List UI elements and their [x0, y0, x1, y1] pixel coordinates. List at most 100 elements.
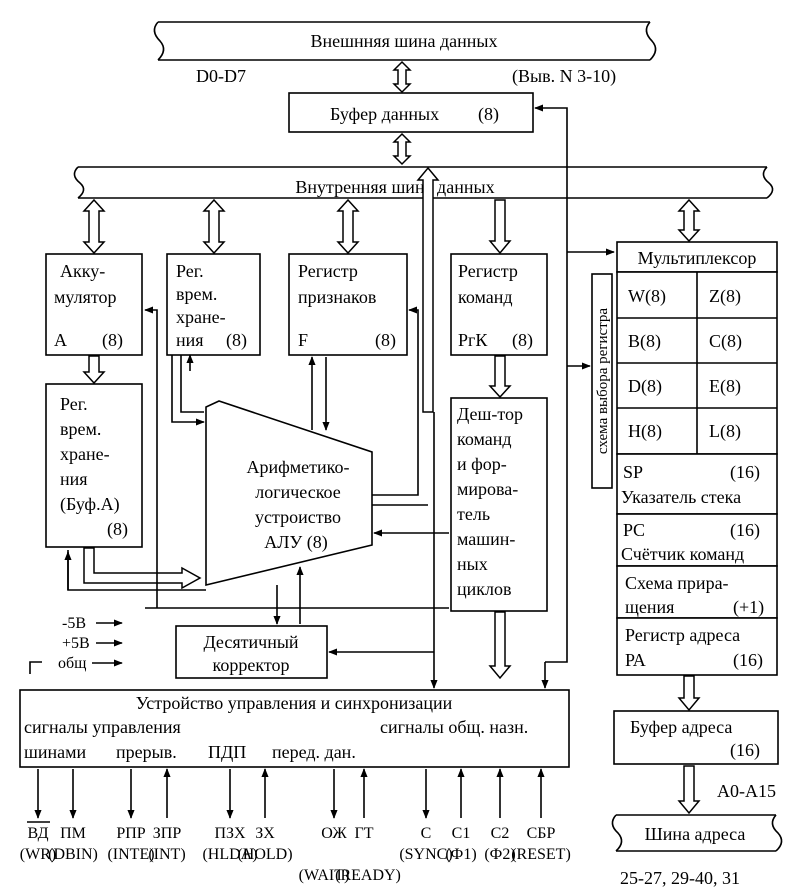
power-minus-5v: -5В: [62, 615, 86, 632]
address-register: [616, 617, 778, 676]
signal-code-5: (HLDA): [202, 846, 257, 863]
register-c: C(8): [709, 331, 742, 352]
register-z: Z(8): [709, 286, 741, 307]
stack-pointer: [616, 453, 778, 515]
accumulator-label-1: Акку-: [60, 261, 105, 281]
register-h: H(8): [628, 421, 662, 442]
stack-pointer-name: Указатель стека: [621, 487, 741, 507]
control-unit-title: Устройство управления и синхронизации: [136, 693, 453, 713]
register-w: W(8): [628, 286, 666, 307]
decimal-corrector-label-2: корректор: [213, 655, 290, 675]
data-buffer-width: (8): [478, 104, 499, 125]
command-register-label-3: РгК: [458, 330, 488, 350]
signal-code-3: (INTE): [107, 846, 154, 863]
decoder-label-1: Деш-тор: [457, 404, 523, 424]
signal-code-10: (Ф1): [445, 846, 476, 863]
multiplexer-label: Мультиплексор: [638, 248, 757, 268]
signal-code-12: (RESET): [511, 846, 571, 863]
register-l: L(8): [709, 421, 741, 442]
accumulator-buffer-label-4: ния: [60, 469, 88, 489]
temp-register-width: (8): [226, 330, 247, 351]
signal-code-7: (WAIT): [299, 867, 350, 884]
address-bus-label: Шина адреса: [645, 824, 746, 844]
command-register-width: (8): [512, 330, 533, 351]
flags-register-width: (8): [375, 330, 396, 351]
decoder-label-5: тель: [457, 504, 490, 524]
register-d: D(8): [628, 376, 662, 397]
signal-name-3: РПР: [116, 825, 145, 842]
signal-code-2: (DBIN): [48, 846, 98, 863]
address-bus: Шина адреса: [611, 814, 783, 852]
address-buffer: [613, 710, 779, 765]
control-dma-label: ПДП: [208, 742, 246, 762]
control-bus-signals-label: сигналы управления: [24, 717, 181, 737]
signal-code-9: (SYNC): [399, 846, 452, 863]
program-counter-label: PC: [623, 520, 645, 540]
decoder-label-2: команд: [457, 429, 512, 449]
internal-data-bus: Внутренняя шина данных: [73, 166, 774, 199]
incrementer-label-2: щения: [625, 597, 674, 617]
register-select-scheme: [591, 273, 613, 489]
external-data-bus: Внешнняя шина данных: [153, 21, 657, 61]
address-buffer-width: (16): [730, 740, 760, 761]
temp-register-label-4: ния: [176, 330, 204, 350]
register-b: B(8): [628, 331, 661, 352]
data-buffer: [288, 92, 534, 133]
flags-register: [288, 253, 408, 356]
signal-name-2: ПМ: [60, 825, 86, 842]
signal-name-8: ГТ: [354, 825, 373, 842]
signal-name-5: ПЗХ: [214, 825, 246, 842]
flags-register-label-1: Регистр: [298, 261, 358, 281]
control-interrupt-label: прерыв.: [116, 742, 177, 762]
decoder-label-6: машин-: [457, 529, 515, 549]
control-signals: ВД(WR)ПМ(DBIN)РПР(INTE)ЗПР(INT)ПЗХ(HLDA)…: [20, 768, 571, 884]
alu-label-2: логическое: [255, 482, 341, 502]
signal-code-1: (WR): [20, 846, 56, 863]
command-register: [450, 253, 548, 356]
register-select-label: схема выбора регистра: [595, 308, 611, 454]
incrementer: [616, 565, 778, 619]
data-pins-label: D0-D7: [196, 66, 246, 86]
alu: [205, 400, 373, 587]
signal-name-7: ОЖ: [321, 825, 347, 842]
temp-register: [166, 253, 261, 356]
decimal-corrector: [175, 625, 328, 679]
accumulator-buffer-label-5: (Буф.А): [60, 494, 120, 515]
power-plus-5v: +5В: [62, 635, 90, 652]
signal-name-12: СБР: [527, 825, 556, 842]
temp-register-label-2: врем.: [176, 284, 217, 304]
address-pins-label: A0-A15: [717, 781, 776, 801]
command-register-label-2: команд: [458, 287, 513, 307]
internal-bus-label: Внутренняя шина данных: [295, 177, 494, 197]
program-counter: [616, 513, 778, 567]
register-e: E(8): [709, 376, 741, 397]
decoder-label-4: мирова-: [457, 479, 518, 499]
signal-code-8: (READY): [335, 867, 401, 884]
alu-label-1: Арифметико-: [247, 457, 350, 477]
power-ground: общ: [58, 655, 86, 672]
signal-code-11: (Ф2): [484, 846, 515, 863]
signal-name-6: ЗХ: [255, 825, 275, 842]
temp-register-label-3: хране-: [176, 307, 226, 327]
stack-pointer-width: (16): [730, 462, 760, 483]
data-pins-note: (Выв. N 3-10): [512, 66, 616, 87]
program-counter-width: (16): [730, 520, 760, 541]
command-decoder: [450, 397, 548, 612]
address-buffer-label: Буфер адреса: [630, 717, 732, 737]
accumulator-label-2: мулятор: [54, 287, 117, 307]
alu-label-3: устроиство: [255, 507, 341, 527]
incrementer-label-1: Схема прира-: [625, 573, 729, 593]
program-counter-name: Счётчик команд: [621, 544, 744, 564]
connections: [64, 60, 701, 815]
accumulator-width: (8): [102, 330, 123, 351]
address-register-label: Регистр адреса: [625, 625, 740, 645]
signal-code-4: (INT): [148, 846, 185, 863]
signal-code-6: (HOLD): [237, 846, 292, 863]
command-register-label-1: Регистр: [458, 261, 518, 281]
decoder-label-8: циклов: [457, 579, 512, 599]
stack-pointer-label: SP: [623, 462, 643, 482]
control-buses-label: шинами: [24, 742, 87, 762]
data-buffer-label: Буфер данных: [330, 104, 439, 124]
